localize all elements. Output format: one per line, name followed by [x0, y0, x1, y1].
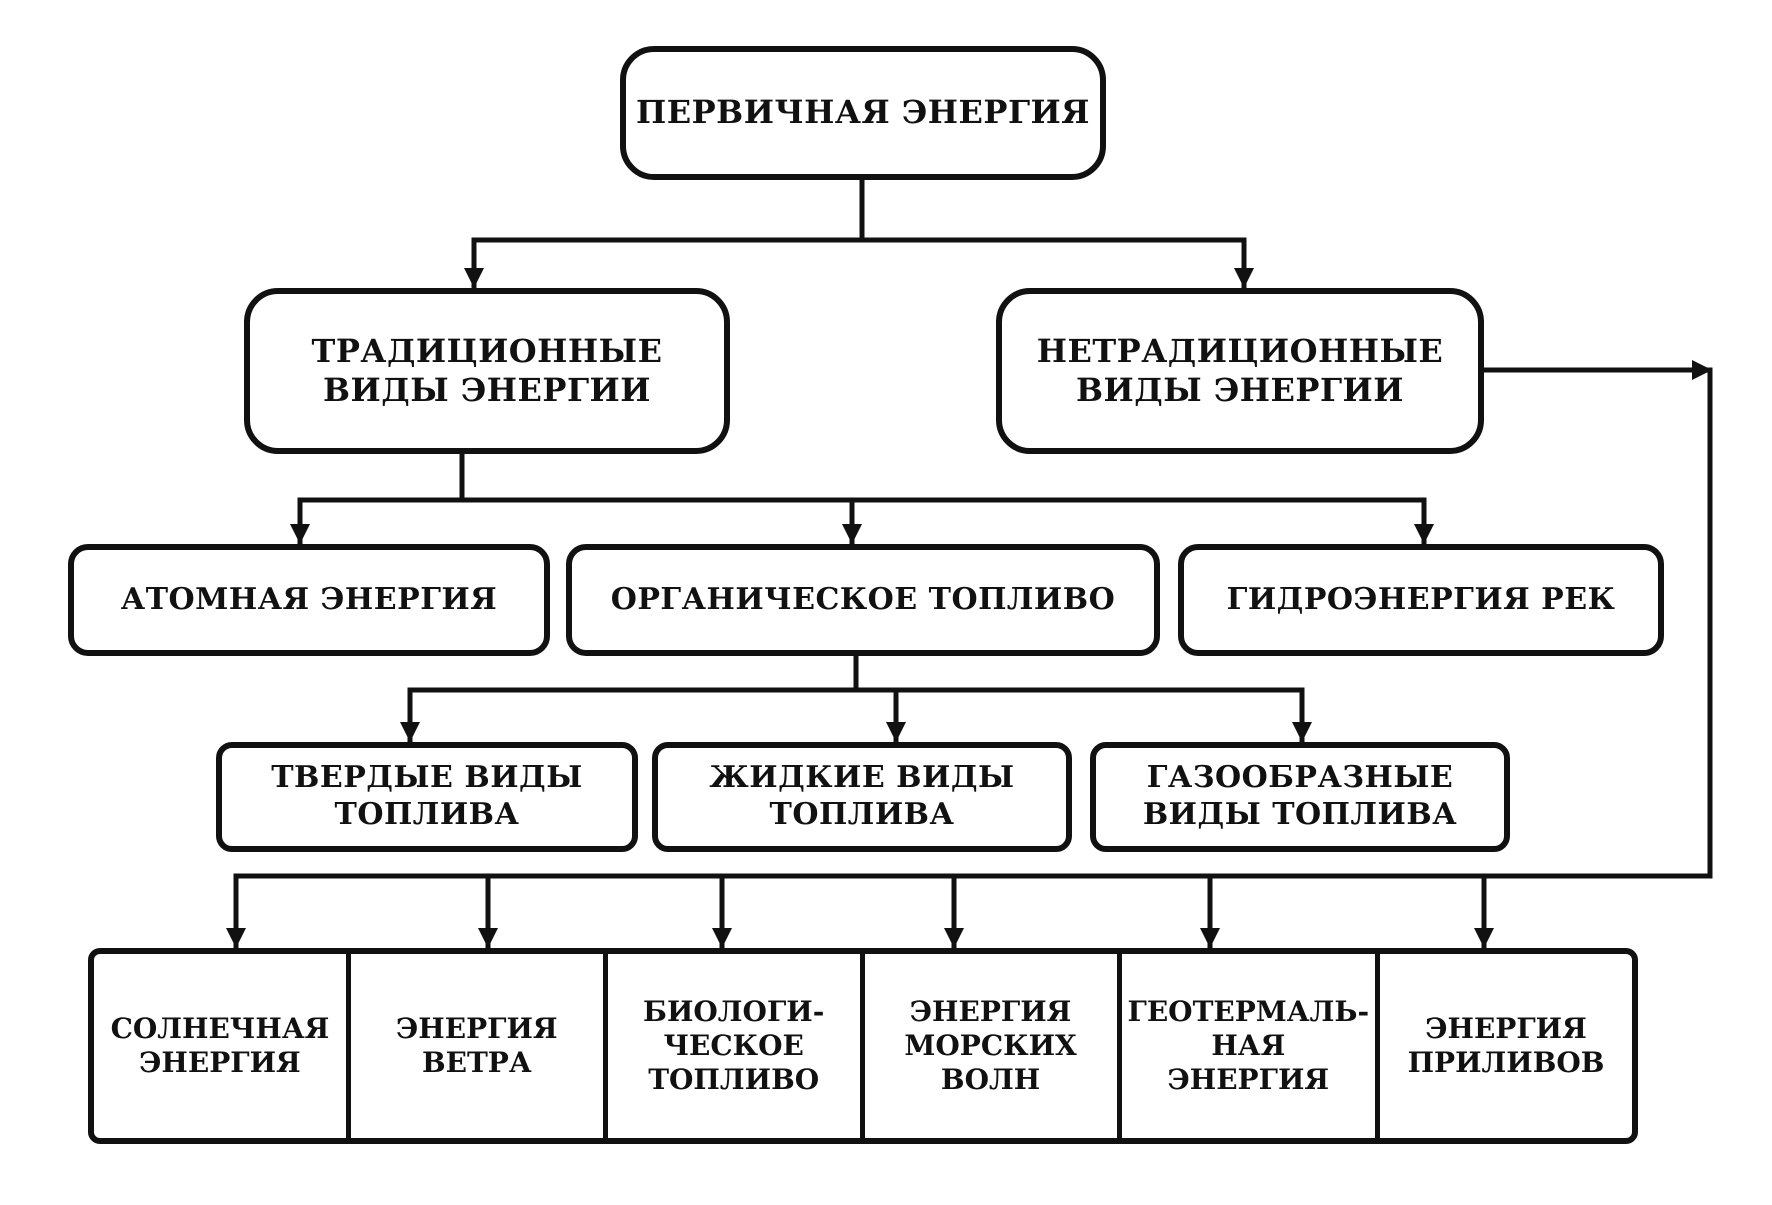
node-organic-fuel: ОРГАНИЧЕСКОЕ ТОПЛИВО	[566, 544, 1160, 656]
node-solid-fuel-label: ТВЕРДЫЕ ВИДЫ ТОПЛИВА	[271, 760, 583, 832]
cell-sea-wave-energy-label: ЭНЕРГИЯ МОРСКИХ ВОЛН	[904, 994, 1077, 1097]
cell-solar-energy: СОЛНЕЧНАЯ ЭНЕРГИЯ	[94, 954, 346, 1138]
node-primary-energy-label: ПЕРВИЧНАЯ ЭНЕРГИЯ	[635, 93, 1090, 132]
node-liquid-fuel-label: ЖИДКИЕ ВИДЫ ТОПЛИВА	[709, 760, 1015, 832]
cell-wind-energy-label: ЭНЕРГИЯ ВЕТРА	[396, 1011, 558, 1079]
cell-biofuel: БИОЛОГИ- ЧЕСКОЕ ТОПЛИВО	[602, 954, 860, 1138]
node-gaseous-fuel: ГАЗООБРАЗНЫЕ ВИДЫ ТОПЛИВА	[1090, 742, 1510, 852]
node-solid-fuel: ТВЕРДЫЕ ВИДЫ ТОПЛИВА	[216, 742, 638, 852]
cell-biofuel-label: БИОЛОГИ- ЧЕСКОЕ ТОПЛИВО	[643, 994, 825, 1097]
cell-sea-wave-energy: ЭНЕРГИЯ МОРСКИХ ВОЛН	[859, 954, 1117, 1138]
node-nontraditional-energy-label: НЕТРАДИЦИОННЫЕ ВИДЫ ЭНЕРГИИ	[1036, 331, 1444, 409]
renewables-row: СОЛНЕЧНАЯ ЭНЕРГИЯ ЭНЕРГИЯ ВЕТРА БИОЛОГИ-…	[88, 948, 1638, 1144]
node-river-hydro-label: ГИДРОЭНЕРГИЯ РЕК	[1226, 581, 1616, 617]
node-river-hydro: ГИДРОЭНЕРГИЯ РЕК	[1178, 544, 1664, 656]
node-atomic-energy-label: АТОМНАЯ ЭНЕРГИЯ	[120, 581, 498, 617]
node-primary-energy: ПЕРВИЧНАЯ ЭНЕРГИЯ	[620, 46, 1106, 180]
cell-wind-energy: ЭНЕРГИЯ ВЕТРА	[345, 954, 603, 1138]
node-gaseous-fuel-label: ГАЗООБРАЗНЫЕ ВИДЫ ТОПЛИВА	[1142, 760, 1458, 832]
cell-tidal-energy-label: ЭНЕРГИЯ ПРИЛИВОВ	[1407, 1011, 1605, 1079]
node-traditional-energy: ТРАДИЦИОННЫЕ ВИДЫ ЭНЕРГИИ	[244, 288, 730, 454]
node-organic-fuel-label: ОРГАНИЧЕСКОЕ ТОПЛИВО	[610, 581, 1116, 617]
cell-tidal-energy: ЭНЕРГИЯ ПРИЛИВОВ	[1375, 954, 1632, 1138]
node-traditional-energy-label: ТРАДИЦИОННЫЕ ВИДЫ ЭНЕРГИИ	[311, 331, 663, 409]
node-nontraditional-energy: НЕТРАДИЦИОННЫЕ ВИДЫ ЭНЕРГИИ	[996, 288, 1484, 454]
cell-geothermal-energy: ГЕОТЕРМАЛЬ- НАЯ ЭНЕРГИЯ	[1116, 954, 1376, 1138]
node-liquid-fuel: ЖИДКИЕ ВИДЫ ТОПЛИВА	[652, 742, 1072, 852]
cell-solar-energy-label: СОЛНЕЧНАЯ ЭНЕРГИЯ	[110, 1011, 330, 1079]
cell-geothermal-energy-label: ГЕОТЕРМАЛЬ- НАЯ ЭНЕРГИЯ	[1127, 994, 1370, 1097]
node-atomic-energy: АТОМНАЯ ЭНЕРГИЯ	[68, 544, 550, 656]
